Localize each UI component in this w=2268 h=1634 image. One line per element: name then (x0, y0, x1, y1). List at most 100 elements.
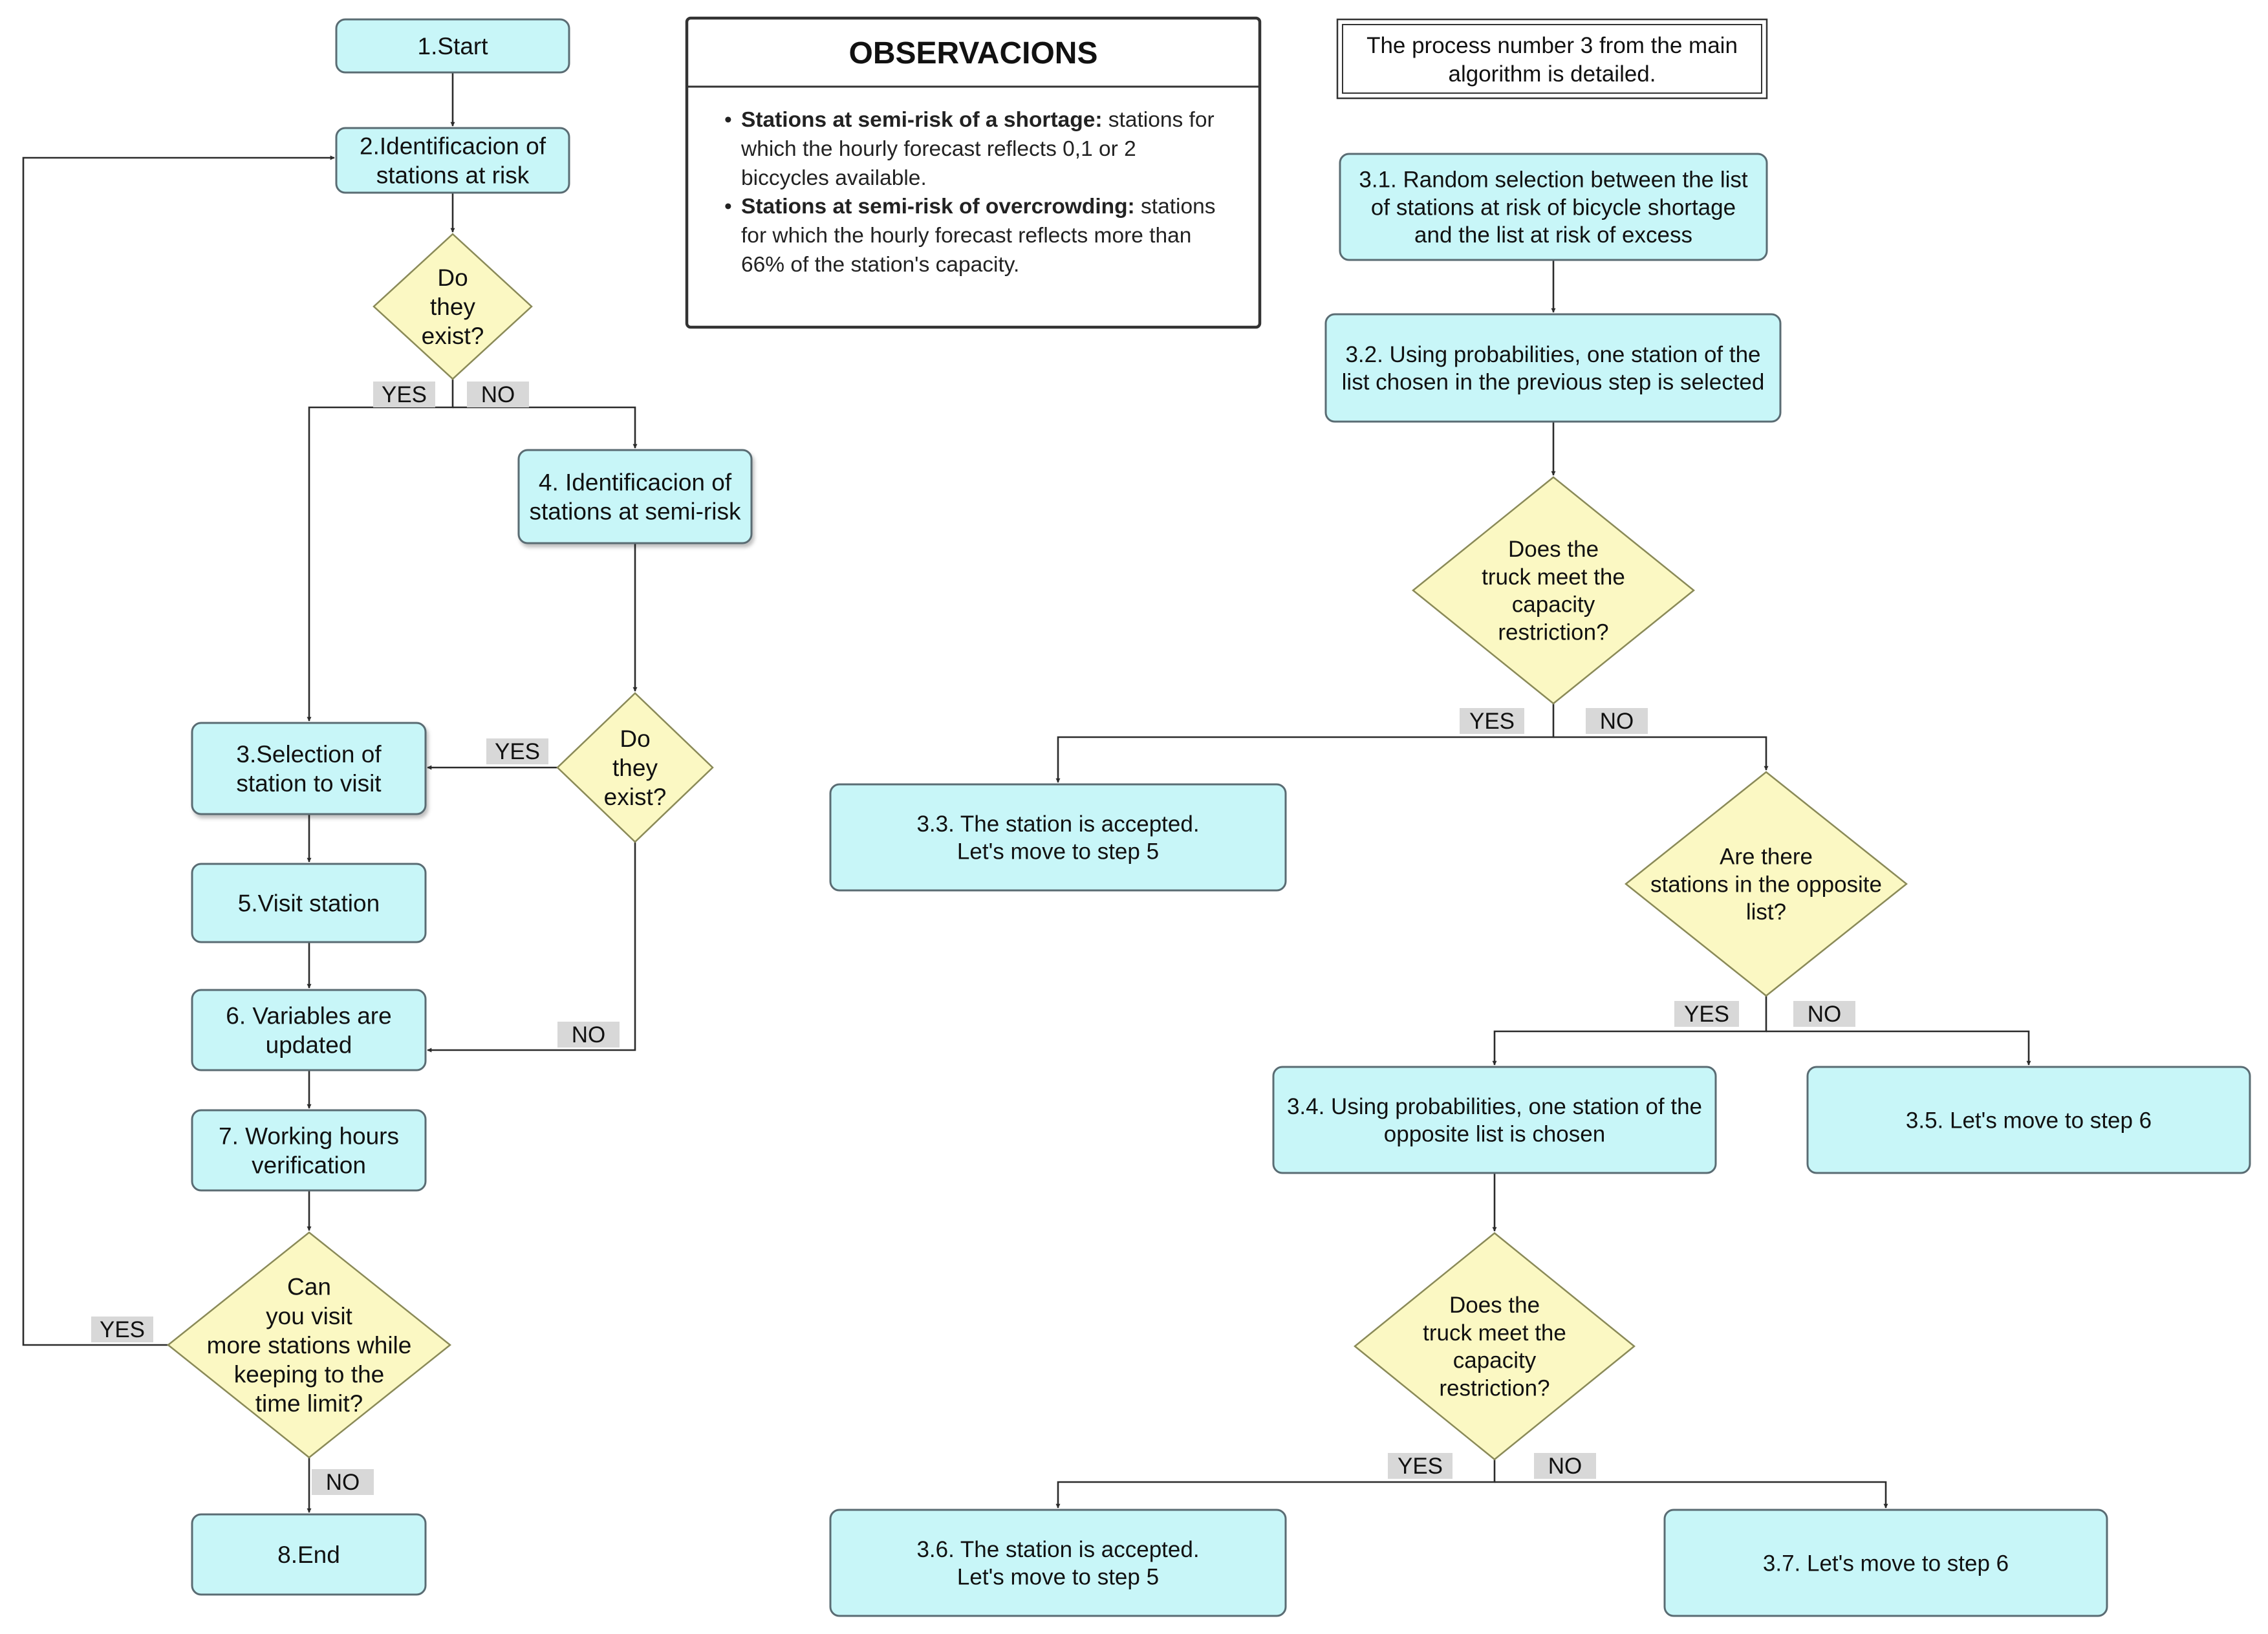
observation-item: Stations at semi-risk of overcrowding: s… (741, 195, 1215, 277)
observation-line: which the hourly forecast reflects 0,1 o… (740, 137, 1136, 161)
decision-diamond (373, 233, 533, 380)
process-box (1324, 313, 1782, 423)
node-label-line: list? (1746, 899, 1786, 925)
node-label: 1.Start (418, 33, 489, 59)
node-label-line: 6. Variables are (226, 1002, 391, 1029)
node-label-line: stations at semi-risk (530, 499, 741, 525)
edge-label-text: YES (382, 382, 427, 407)
edge-label-exist-2-yes: YES (486, 738, 548, 764)
node-label-line: 3.4. Using probabilities, one station of… (1287, 1094, 1702, 1119)
node-label-line: 2.Identificacion of (360, 133, 546, 159)
connector-cap2-no-path (1495, 1481, 1888, 1509)
node-label-line: list chosen in the previous step is sele… (1342, 370, 1765, 395)
decision-diamond (556, 692, 714, 843)
edge-label-capacity-2-yes: YES (1388, 1453, 1453, 1479)
node-label-line: stations in the opposite (1650, 872, 1882, 897)
node-label-line: Do (620, 726, 650, 752)
node-label-line: 4. Identificacion of (539, 469, 732, 495)
node-end: 8.End (191, 1513, 427, 1596)
edge-label-background (1534, 1453, 1596, 1479)
observation-space (1102, 108, 1108, 132)
process-box (1806, 1066, 2251, 1174)
edge-label-text: NO (326, 1470, 360, 1495)
observation-term: Stations at semi-risk of overcrowding: (741, 195, 1135, 219)
edge-label-capacity-1-yes: YES (1460, 708, 1524, 734)
edge-label-text: NO (1808, 1002, 1842, 1027)
connector-cap1-yes-path (1055, 704, 1555, 783)
node-label: 3.5. Let's move to step 6 (1906, 1108, 2152, 1133)
node-label: 3.4. Using probabilities, one station of… (1287, 1094, 1702, 1147)
node-label-line: truck meet the (1423, 1320, 1566, 1346)
node-label-line: exist? (422, 323, 484, 349)
node-label-line: 3.1. Random selection between the list (1359, 167, 1747, 193)
node-label-line: Does the (1508, 537, 1599, 562)
edge-label-more-stations-yes: YES (91, 1317, 153, 1342)
node-label-line: Can (287, 1274, 331, 1300)
edge-label-text: NO (481, 382, 515, 407)
connector-cap2-yes-path (1055, 1459, 1496, 1509)
node-label: 3.6. The station is accepted.Let's move … (916, 1537, 1199, 1590)
decision-diamond (1624, 771, 1908, 997)
edge-label-background (486, 738, 548, 764)
node-label-line: 7. Working hours (219, 1123, 399, 1149)
node-label-line: station to visit (236, 770, 382, 797)
node-label-line: Are there (1720, 844, 1813, 870)
observations-panel: OBSERVACIONS•Stations at semi-risk of a … (685, 16, 1262, 329)
node-exist-1: Do they exist? (373, 233, 533, 380)
node-label-line: 1.Start (418, 33, 489, 59)
edge-label-background (91, 1317, 153, 1342)
node-label-line: capacity (1453, 1348, 1537, 1373)
observation-line: for which the hourly forecast reflects m… (741, 224, 1191, 248)
node-label-line: of stations at risk of bicycle shortage (1371, 195, 1736, 220)
observation-item: Stations at semi-risk of a shortage: sta… (740, 108, 1215, 190)
node-label-line: Let's move to step 5 (957, 1565, 1159, 1590)
process-box (1663, 1509, 2108, 1617)
process-box (191, 722, 427, 815)
edge-label-background (1388, 1453, 1453, 1479)
edge-label-text: NO (1548, 1454, 1582, 1479)
node-step-3-4: 3.4. Using probabilities, one station of… (1272, 1066, 1717, 1174)
node-identify-semi-risk: 4. Identificacion of stations at semi-ris… (517, 449, 753, 544)
connector-opp-no-path (1766, 1030, 2031, 1066)
node-label-line: they (430, 294, 475, 320)
node-label-line: Do (437, 264, 468, 291)
note-frame-inner (1342, 24, 1762, 94)
edge-label-exist-2-no: NO (557, 1022, 620, 1048)
node-label: Do they exist? (422, 264, 484, 349)
edge-label-background (1460, 708, 1524, 734)
node-label: 3.2. Using probabilities, one station of… (1342, 342, 1765, 395)
node-label-line: more stations while (207, 1332, 412, 1359)
node-step-3-3: 3.3. The station is accepted.Let's move … (829, 783, 1287, 892)
node-step-3-2: 3.2. Using probabilities, one station of… (1324, 313, 1782, 423)
node-label-line: restriction? (1439, 1375, 1550, 1401)
process-box (1272, 1066, 1717, 1174)
node-label-line: 3.2. Using probabilities, one station of… (1345, 342, 1760, 367)
observation-term: Stations at semi-risk of a shortage: (741, 108, 1102, 132)
node-label-line: keeping to the (234, 1361, 384, 1388)
process-box (191, 1109, 427, 1192)
edge-label-more-stations-no: NO (312, 1469, 374, 1495)
edge-label-background (1586, 708, 1648, 734)
observations-title: OBSERVACIONS (849, 36, 1098, 70)
node-visit-station: 5.Visit station (191, 863, 427, 943)
node-label: 3.3. The station is accepted.Let's move … (916, 812, 1199, 865)
observation-line: 66% of the station's capacity. (741, 253, 1019, 277)
observation-line: biccycles available. (741, 166, 927, 190)
connectors (22, 72, 2031, 1513)
node-label-line: 3.Selection of (236, 741, 382, 768)
edge-label-opposite-list-no: NO (1793, 1001, 1855, 1027)
panels: OBSERVACIONS•Stations at semi-risk of a … (685, 16, 1768, 329)
edge-label-background (467, 382, 529, 407)
observation-line: stations (1141, 195, 1215, 219)
edge-label-background (373, 382, 435, 407)
observation-space (1135, 195, 1141, 219)
